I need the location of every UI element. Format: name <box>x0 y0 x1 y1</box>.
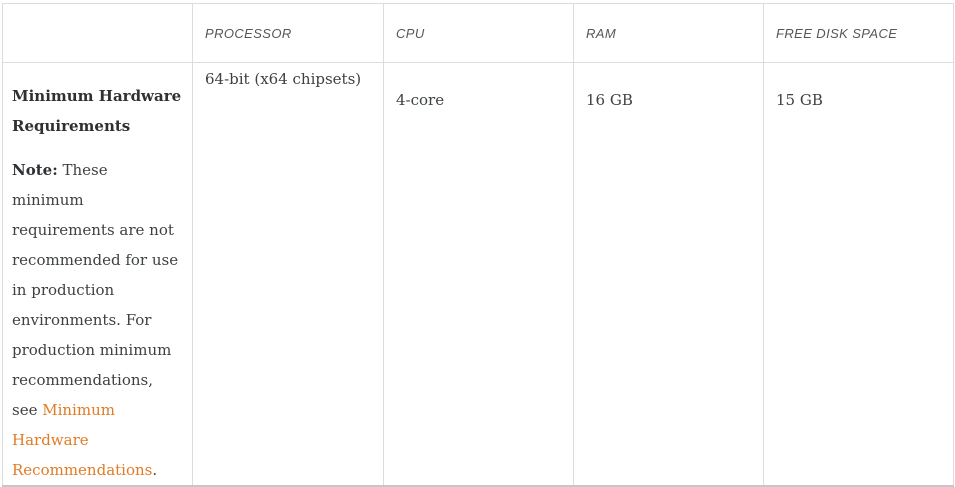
cell-processor: 64-bit (x64 chipsets) <box>192 62 384 487</box>
row-note: Note: These minimum requirements are not… <box>12 155 183 485</box>
cell-ram: 16 GB <box>573 62 764 487</box>
hardware-requirements-table: PROCESSOR CPU RAM FREE DISK SPACE Minimu… <box>2 3 954 487</box>
note-label: Note: <box>12 161 58 179</box>
cell-cpu: 4-core <box>383 62 574 487</box>
header-row: PROCESSOR CPU RAM FREE DISK SPACE <box>2 3 954 63</box>
note-suffix: . <box>152 461 158 479</box>
table-container: PROCESSOR CPU RAM FREE DISK SPACE Minimu… <box>2 3 954 487</box>
row-label-cell: Minimum Hardware Requirements Note: Thes… <box>2 62 193 487</box>
header-free-disk-space: FREE DISK SPACE <box>763 3 954 63</box>
table-row: Minimum Hardware Requirements Note: Thes… <box>2 62 954 487</box>
header-ram: RAM <box>573 3 764 63</box>
header-cpu: CPU <box>383 3 574 63</box>
note-text: These minimum requirements are not recom… <box>12 161 179 419</box>
row-title: Minimum Hardware Requirements <box>12 87 182 135</box>
header-processor: PROCESSOR <box>192 3 384 63</box>
cell-free-disk-space: 15 GB <box>763 62 954 487</box>
header-empty <box>2 3 193 63</box>
